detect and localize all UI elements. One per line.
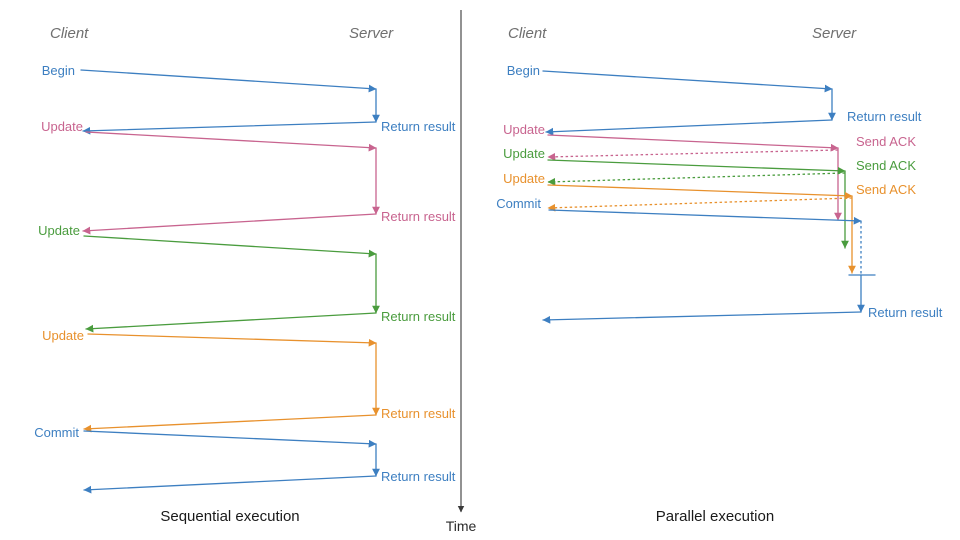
- request-arrow: [547, 184, 853, 200]
- reply-arrow: [85, 312, 377, 333]
- reply-label: Return result: [381, 469, 456, 484]
- request-arrow: [547, 134, 839, 152]
- reply-arrow: [547, 172, 846, 186]
- reply-label: Return result: [868, 305, 943, 320]
- reply-arrow: [547, 149, 839, 161]
- request-arrow: [80, 69, 377, 93]
- reply-label: Return result: [381, 309, 456, 324]
- message-label-commit: Commit: [496, 196, 541, 211]
- message-label-begin: Begin: [42, 63, 75, 78]
- message-label-update: Update: [42, 328, 84, 343]
- actor-label-client: Client: [50, 25, 89, 42]
- message-label-update: Update: [41, 119, 83, 134]
- panel-caption: Sequential execution: [160, 508, 299, 525]
- reply-arrow: [542, 311, 862, 324]
- request-arrow: [548, 209, 862, 225]
- time-axis-label: Time: [446, 518, 477, 534]
- reply-label: Return result: [381, 209, 456, 224]
- reply-label: Return result: [381, 119, 456, 134]
- message-label-update: Update: [503, 146, 545, 161]
- request-arrow: [83, 235, 377, 258]
- request-arrow: [547, 159, 846, 175]
- reply-label: Send ACK: [856, 134, 916, 149]
- panel-caption: Parallel execution: [656, 508, 774, 525]
- reply-arrow: [547, 197, 853, 212]
- request-arrow: [87, 333, 377, 347]
- reply-arrow: [82, 213, 377, 235]
- request-arrow: [542, 70, 833, 93]
- reply-arrow: [82, 121, 377, 135]
- message-label-update: Update: [38, 223, 80, 238]
- time-axis: Time: [446, 10, 477, 534]
- reply-label: Return result: [847, 109, 922, 124]
- message-label-update: Update: [503, 171, 545, 186]
- actor-label-server: Server: [812, 25, 857, 42]
- message-label-commit: Commit: [34, 425, 79, 440]
- reply-label: Return result: [381, 406, 456, 421]
- message-label-begin: Begin: [507, 63, 540, 78]
- message-label-update: Update: [503, 122, 545, 137]
- reply-label: Send ACK: [856, 182, 916, 197]
- reply-arrow: [545, 119, 833, 136]
- reply-arrow: [83, 475, 377, 494]
- request-arrow: [85, 131, 377, 152]
- request-arrow: [83, 430, 377, 448]
- reply-label: Send ACK: [856, 158, 916, 173]
- actor-label-server: Server: [349, 25, 394, 42]
- reply-arrow: [83, 414, 377, 433]
- actor-label-client: Client: [508, 25, 547, 42]
